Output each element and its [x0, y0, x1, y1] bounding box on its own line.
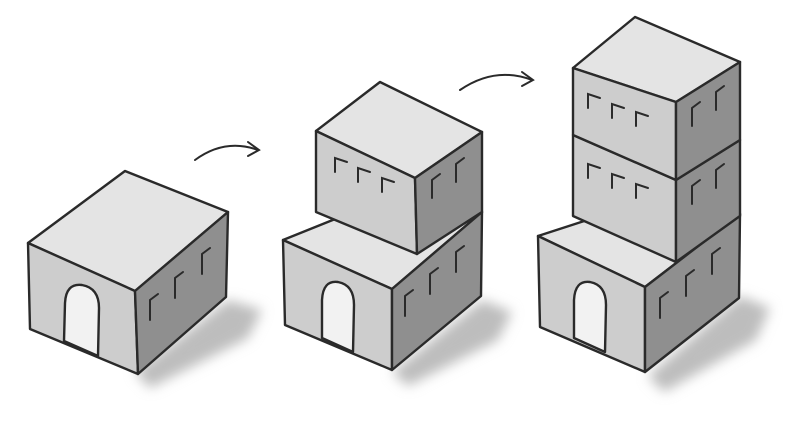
growth-arrow-2	[460, 75, 532, 90]
building-stage-1	[28, 171, 262, 388]
building-stage-2	[283, 82, 512, 386]
arched-door	[322, 282, 354, 352]
building-stage-3	[538, 17, 770, 392]
growth-arrow-1	[195, 146, 258, 160]
arched-door	[574, 282, 606, 352]
